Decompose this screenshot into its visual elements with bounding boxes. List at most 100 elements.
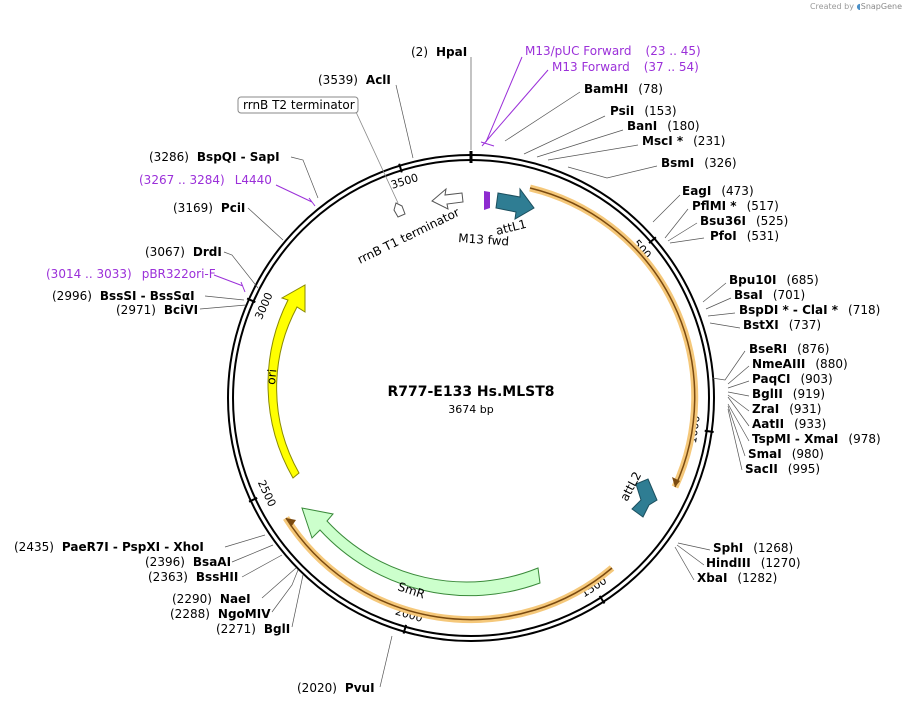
m13-puc-forward-leader	[480, 56, 523, 147]
orf-arc-1	[529, 187, 696, 488]
leader-hindiii	[676, 544, 705, 566]
site-leaders	[199, 57, 750, 688]
site-bcivi: (2971)BciVI	[116, 303, 198, 317]
leader-bani	[536, 129, 624, 158]
site-msci: MscI *(231)	[642, 134, 725, 148]
feature-ori: ori	[264, 284, 306, 479]
leader-psii	[523, 115, 606, 155]
site-bsai: BsaI(701)	[734, 288, 805, 302]
leader-bsmi	[567, 165, 658, 179]
leader-bstxi	[709, 322, 741, 329]
leader-nmeaiii	[727, 365, 750, 385]
leader-sphi	[677, 542, 711, 551]
leader-eagi	[652, 194, 681, 223]
snapgene-logo-icon: ◖	[856, 2, 861, 11]
leader-naei	[261, 567, 297, 599]
site-bani: BanI(180)	[627, 119, 700, 133]
orf-arc-1-glow	[529, 184, 699, 489]
feature-smr: SmR	[301, 507, 541, 601]
feature-attl2: attL2	[617, 469, 658, 518]
feature-rrnb-t2: rrnB T2 terminator	[237, 96, 406, 218]
rrnb-t2-arrow	[393, 202, 406, 218]
tick-1000	[704, 429, 714, 434]
plasmid-size: 3674 bp	[448, 403, 494, 416]
primer-m13-forward: M13 Forward(37 .. 54)	[552, 60, 699, 74]
rrnb-t1-arrow	[431, 187, 464, 210]
tick-2000	[402, 624, 408, 634]
rrnb-t1-label: rrnB T1 terminator	[355, 205, 462, 267]
site-hpai: (2)HpaI	[411, 45, 467, 59]
leader-pvui	[379, 635, 393, 688]
leader-paqci	[727, 380, 750, 389]
leader-bamhi	[504, 91, 581, 142]
site-nmeaiii: NmeAIII(880)	[752, 357, 848, 371]
site-bglii: BglII(919)	[752, 387, 825, 401]
site-smai: SmaI(980)	[748, 447, 824, 461]
site-bsaai: (2396)BsaAI	[145, 555, 231, 569]
leader-acli	[395, 84, 414, 159]
rrnb-t2-label-box	[237, 96, 359, 114]
site-aatii: AatII(933)	[752, 417, 826, 431]
primer-labels: M13/pUC Forward(23 .. 45) M13 Forward(37…	[46, 44, 701, 281]
orf-arc-2-arrowhead	[286, 518, 296, 527]
site-sacii: SacII(995)	[745, 462, 820, 476]
site-bpu10i: Bpu10I(685)	[729, 273, 819, 287]
site-bsmi: BsmI(326)	[661, 156, 737, 170]
site-bstxi: BstXI(737)	[743, 318, 821, 332]
leader-smai	[727, 405, 746, 457]
leader-bpu10i	[702, 282, 727, 303]
ori-label: ori	[264, 368, 279, 385]
tick-500	[648, 236, 657, 244]
tick-2500	[248, 496, 258, 503]
credit-brand: SnapGene	[860, 2, 902, 11]
leader-ngomiv	[271, 569, 299, 613]
orf-arcs	[283, 184, 699, 624]
site-bsu36i: Bsu36I(525)	[700, 214, 788, 228]
site-bspdi-clai: BspDI * - ClaI *(718)	[739, 303, 880, 317]
leader-msci	[547, 144, 639, 161]
leader-zrai	[727, 394, 750, 412]
site-bsshii: (2363)BssHII	[148, 570, 238, 584]
leader-bsssi	[204, 295, 245, 301]
leader-bglii	[727, 391, 750, 397]
site-xbai: XbaI(1282)	[697, 571, 777, 585]
leader-drdi	[223, 251, 259, 289]
site-bspqi-sapi: (3286)BspQI - SapI	[149, 150, 280, 164]
site-pflmi: PflMI *(517)	[692, 199, 779, 213]
leader-sapi	[290, 156, 319, 199]
m13-forward-leader	[481, 69, 549, 147]
leader-tspmi	[727, 403, 750, 442]
site-bsssi-bsssai: (2996)BssSI - BssSαI	[52, 289, 195, 303]
primer-l4440: (3267 .. 3284)L4440	[139, 173, 272, 187]
tick-3000	[246, 297, 256, 304]
leader-bspdi-clai	[707, 312, 736, 317]
site-pfoi: PfoI(531)	[710, 229, 779, 243]
attl2-arrow	[631, 478, 658, 518]
credit-prefix: Created by	[809, 2, 854, 11]
rrnb-t2-label: rrnB T2 terminator	[243, 98, 355, 112]
primer-pbr322ori-f: (3014 .. 3033)pBR322ori-F	[46, 267, 216, 281]
snapgene-credit: Created by ◖SnapGene	[810, 2, 902, 11]
tick-1500	[598, 595, 606, 604]
site-pcii: (3169)PciI	[173, 201, 245, 215]
primer-m13-puc-forward: M13/pUC Forward(23 .. 45)	[525, 44, 701, 58]
site-hindiii: HindIII(1270)	[706, 556, 801, 570]
attl1-arrow	[495, 187, 535, 220]
leader-bsshii	[241, 554, 283, 578]
feature-rrnb-t1: rrnB T1 terminator	[355, 187, 464, 267]
leader-bseri	[711, 350, 746, 381]
site-bamhi: BamHI(78)	[584, 82, 663, 96]
rrnb-t2-leader	[355, 111, 399, 204]
primer-marks	[213, 56, 549, 293]
site-drdi: (3067)DrdI	[145, 245, 222, 259]
feature-attl1: attL1	[494, 187, 535, 238]
site-psii: PsiI(153)	[610, 104, 677, 118]
feature-m13fwd: M13 fwd	[458, 191, 510, 249]
site-ngomiv: (2288)NgoMIV	[170, 607, 271, 621]
plasmid-name: R777-E133 Hs.MLST8	[387, 384, 555, 400]
site-paqci: PaqCI(903)	[752, 372, 833, 386]
tick-label-3500: 3500	[389, 171, 420, 192]
site-acli: (3539)AclI	[318, 73, 391, 87]
orf-arc-1-arrowhead	[672, 477, 680, 487]
